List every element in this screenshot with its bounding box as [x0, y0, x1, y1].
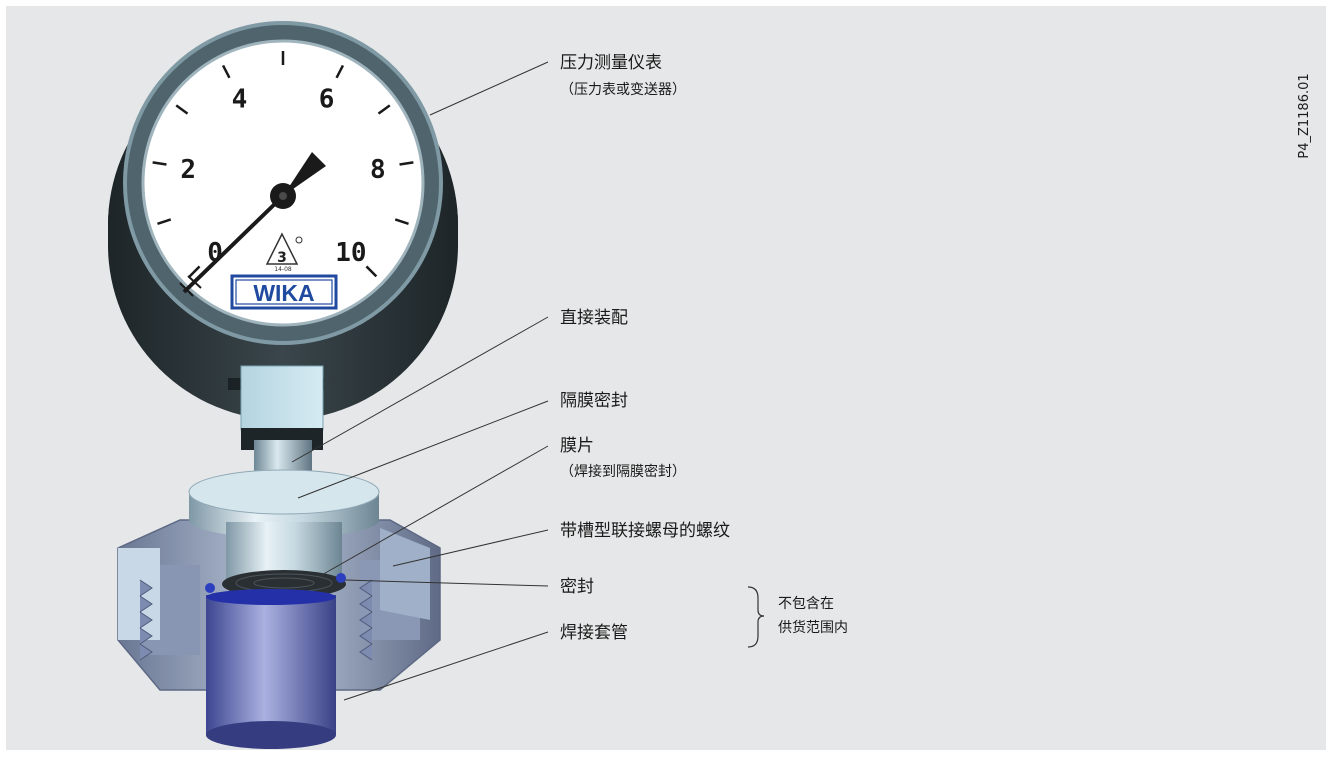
seal-ring-right: [336, 573, 346, 583]
dial-tick: [175, 104, 189, 115]
label-not-included-2: 供货范围内: [778, 619, 848, 636]
thread-right: [359, 579, 373, 661]
dial-ticks: [152, 51, 414, 278]
thread-tooth: [139, 579, 153, 597]
leader-diaphragm-seal: [297, 400, 549, 499]
label-welding-sleeve: 焊接套管: [560, 623, 628, 643]
approval-mark: 3 14-08: [265, 232, 303, 273]
brace: [747, 586, 765, 648]
welding-sleeve-bottom: [206, 721, 336, 749]
label-not-included-1: 不包含在: [778, 596, 834, 612]
seal-ring-left: [205, 583, 215, 593]
union-nut-face-left: [118, 548, 160, 640]
thread-left: [139, 579, 153, 661]
leader-direct-mounting: [291, 316, 549, 463]
approval-mark-code: 14-08: [274, 266, 292, 273]
label-direct-mounting: 直接装配: [560, 308, 628, 328]
figure-id: P4_Z1186.01: [1297, 73, 1312, 158]
label-diaphragm: 膜片: [560, 436, 594, 456]
dial-number: 10: [335, 238, 366, 268]
seal-body-top: [188, 469, 380, 515]
dial-tick: [399, 161, 414, 166]
dial-number: 6: [319, 84, 335, 114]
union-nut-face-right: [380, 528, 430, 620]
gauge-socket: [240, 365, 324, 431]
label-pressure-instrument-sub: （压力表或变送器）: [560, 82, 686, 98]
mounting-assembly: [117, 365, 441, 749]
label-diaphragm-seal: 隔膜密封: [560, 391, 628, 411]
thread-tooth: [359, 643, 373, 661]
dial-tick: [221, 64, 231, 79]
leader-diaphragm: [319, 445, 549, 577]
leader-union-nut-thread: [392, 529, 549, 567]
leader-seal: [344, 579, 549, 587]
approval-mark-numeral: 3: [277, 250, 287, 266]
dial-number: 2: [180, 155, 196, 185]
dial-tick: [335, 64, 345, 79]
label-pressure-instrument: 压力测量仪表: [560, 53, 662, 73]
dial-tick: [365, 265, 378, 278]
leader-welding-sleeve: [343, 631, 549, 701]
wika-logo: WIKA: [230, 274, 338, 310]
dial-tick: [394, 218, 409, 225]
welding-sleeve-rim: [206, 589, 336, 605]
thread-tooth: [359, 611, 373, 629]
dial-tick: [377, 104, 391, 115]
leader-pressure-instrument: [429, 61, 549, 116]
label-union-nut-thread: 带槽型联接螺母的螺纹: [560, 521, 730, 541]
dial-tick: [152, 161, 167, 166]
dial-tick: [188, 265, 201, 278]
thread-tooth: [359, 595, 373, 613]
thread-tooth: [139, 595, 153, 613]
thread-tooth: [139, 627, 153, 645]
dial-number: 4: [232, 84, 248, 114]
dial-number: 8: [370, 155, 386, 185]
thread-tooth: [359, 627, 373, 645]
thread-tooth: [359, 579, 373, 597]
label-diaphragm-sub: （焊接到隔膜密封）: [560, 463, 686, 480]
thread-tooth: [139, 611, 153, 629]
welding-sleeve: [206, 595, 336, 735]
dial-tick: [157, 218, 172, 225]
thread-tooth: [139, 643, 153, 661]
label-seal: 密封: [560, 577, 594, 597]
brand-text: WIKA: [253, 280, 314, 306]
gauge-pointer: [179, 152, 326, 297]
leader-lines: [291, 61, 765, 701]
